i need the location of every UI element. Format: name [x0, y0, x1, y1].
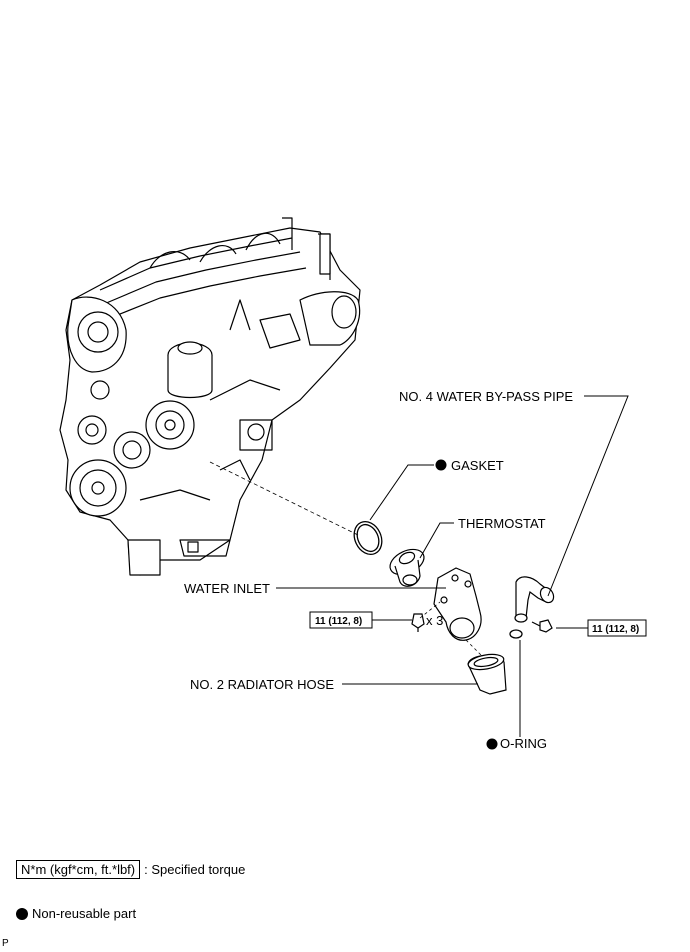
- engine-assembly-illustration: [59, 217, 361, 576]
- torque-box-left: [309, 611, 373, 629]
- label-radiator-hose: NO. 2 RADIATOR HOSE: [190, 677, 334, 692]
- leader-lines: [276, 395, 629, 737]
- legend-torque-box: N*m (kgf*cm, ft.*lbf): [16, 860, 141, 879]
- legend-nonreusable-text: Non-reusable part: [32, 906, 137, 921]
- label-water-inlet: WATER INLET: [184, 581, 270, 596]
- radiator-hose-part: [467, 653, 507, 695]
- torque-box-right: [587, 619, 647, 637]
- oring-nonreusable-dot: [486, 738, 498, 750]
- label-bolt-count: x 3: [426, 613, 443, 628]
- o-ring-part: [509, 629, 523, 639]
- torque-value-right: 11 (112, 8): [592, 624, 639, 635]
- water-inlet-part: [433, 567, 482, 641]
- pipe-bolt-part: [531, 619, 553, 633]
- label-thermostat: THERMOSTAT: [458, 516, 546, 531]
- footer-code: P: [2, 938, 9, 949]
- label-o-ring: O-RING: [500, 736, 547, 751]
- bypass-pipe-part: [514, 576, 555, 623]
- legend-nonreusable: Non-reusable part: [16, 906, 136, 921]
- label-gasket: GASKET: [451, 458, 504, 473]
- hose-dashed-line: [465, 639, 487, 661]
- label-bypass-pipe: NO. 4 WATER BY-PASS PIPE: [399, 389, 573, 404]
- gasket-part: [353, 520, 383, 556]
- bolt-dashed-line: [419, 601, 441, 619]
- thermostat-part: [389, 548, 425, 587]
- gasket-nonreusable-dot: [435, 459, 447, 471]
- legend-torque-text: : Specified torque: [144, 862, 246, 877]
- nonreusable-dot-icon: [16, 907, 28, 920]
- torque-value-left: 11 (112, 8): [315, 616, 362, 627]
- legend-torque: N*m (kgf*cm, ft.*lbf) : Specified torque: [16, 860, 245, 879]
